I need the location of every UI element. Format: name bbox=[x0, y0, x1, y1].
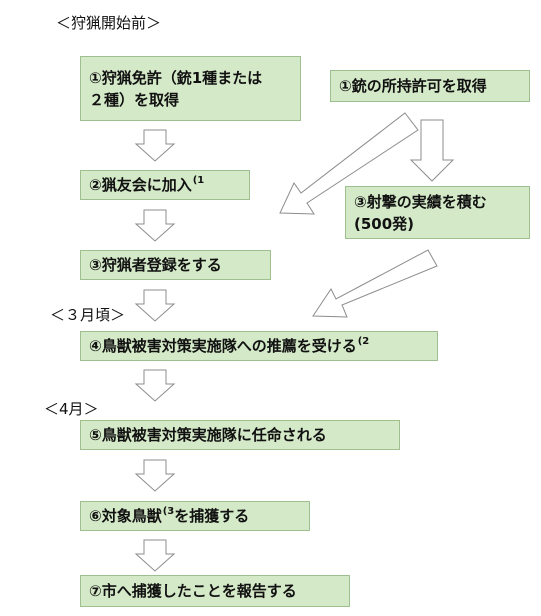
note-ref-1: (1 bbox=[192, 175, 205, 186]
step-hunting-license: ①狩猟免許（銃1種または ２種）を取得 bbox=[80, 56, 301, 121]
step-shooting-practice: ③射撃の実績を積む (500発) bbox=[345, 186, 530, 239]
arrow-down-1 bbox=[134, 129, 176, 162]
label-april: ＜4月＞ bbox=[44, 400, 99, 418]
arrow-down-5 bbox=[134, 459, 176, 492]
step-hunter-registration: ③狩猟者登録をする bbox=[80, 250, 271, 280]
note-ref-2: (2 bbox=[357, 336, 370, 347]
step-join-hunting-club: ②猟友会に加入(1 bbox=[80, 170, 250, 200]
label-before-start: ＜狩猟開始前＞ bbox=[56, 14, 162, 32]
arrow-down-4 bbox=[134, 369, 176, 402]
step-hunting-license-line2: ２種）を取得 bbox=[89, 90, 180, 109]
arrow-down-3 bbox=[134, 289, 176, 322]
arrow-down-6 bbox=[134, 539, 176, 572]
step-recommendation: ④鳥獣被害対策実施隊への推薦を受ける(2 bbox=[80, 331, 438, 361]
step-report: ⑦市へ捕獲したことを報告する bbox=[80, 575, 350, 607]
step-appointment: ⑤鳥獣被害対策実施隊に任命される bbox=[80, 420, 400, 450]
arrow-down-2 bbox=[134, 209, 176, 242]
arrow-down-gun-path bbox=[409, 119, 455, 182]
note-ref-3: (3 bbox=[162, 506, 175, 517]
label-march: ＜３月頃＞ bbox=[50, 306, 126, 324]
step-hunting-license-line1: ①狩猟免許（銃1種または bbox=[89, 68, 263, 87]
step-gun-permit: ①銃の所持許可を取得 bbox=[330, 70, 530, 102]
